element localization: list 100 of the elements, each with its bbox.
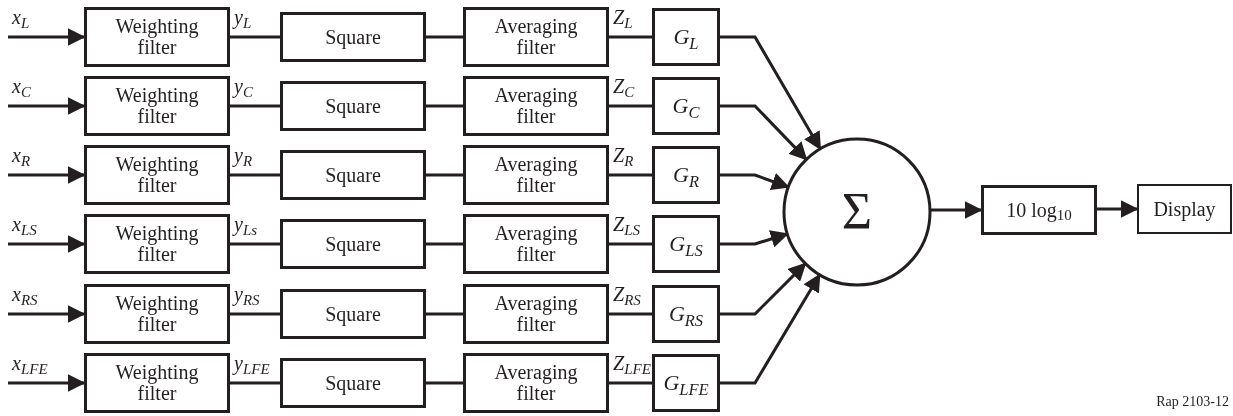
box-label: Square (325, 26, 381, 48)
signal-label: y$_{Ls}$ (234, 214, 258, 234)
arrow (8, 235, 86, 253)
arrow (8, 97, 86, 115)
connector-line (230, 35, 280, 39)
process-box (280, 81, 426, 131)
box-label: Square (325, 95, 381, 117)
arrow (8, 374, 86, 392)
process-box (280, 12, 426, 62)
gain-box (652, 285, 720, 343)
gain-box (652, 146, 720, 204)
connector-line (426, 173, 463, 177)
sigma-symbol: Σ (841, 184, 873, 240)
connector-line (230, 381, 280, 385)
filter-box (463, 145, 609, 205)
arrow (8, 166, 86, 184)
signal-label: x$_{R}$ (12, 145, 31, 165)
connector-line (609, 104, 652, 108)
connector-line (230, 104, 280, 108)
process-box (280, 219, 426, 269)
signal-label: x$_{L}$ (12, 7, 30, 27)
box-label: Weighting filter (114, 223, 200, 265)
connector-line (426, 35, 463, 39)
filter-box (84, 353, 230, 413)
box-label: Averaging filter (493, 154, 579, 196)
connector-line (609, 381, 652, 385)
signal-label: y$_{C}$ (234, 76, 253, 96)
box-label: Weighting filter (114, 293, 200, 335)
connector-line (426, 312, 463, 316)
arrow (720, 104, 808, 161)
signal-label: x$_{C}$ (12, 76, 31, 96)
connector-line (609, 35, 652, 39)
signal-label: Z$_{C}$ (613, 76, 635, 96)
connector-line (426, 381, 463, 385)
box-label: Square (325, 303, 381, 325)
arrow (720, 262, 807, 316)
signal-label: y$_{R}$ (234, 145, 253, 165)
box-label: Averaging filter (493, 85, 579, 127)
connector-line (230, 312, 280, 316)
box-label: G$_{LFE}$ (663, 371, 709, 395)
box-label: 10 log$_{10}$ (1006, 199, 1072, 221)
signal-label: Z$_{L}$ (613, 7, 633, 27)
arrow (720, 35, 822, 151)
arrow (8, 28, 86, 46)
box-label: Square (325, 372, 381, 394)
filter-box (463, 284, 609, 344)
arrow (720, 173, 790, 190)
box-label: Averaging filter (493, 293, 579, 335)
box-label: Square (325, 164, 381, 186)
box-label: G$_{LS}$ (669, 232, 703, 256)
signal-label: x$_{RS}$ (12, 284, 38, 304)
signal-label: Z$_{LS}$ (613, 214, 640, 234)
figure-reference: Rap 2103-12 (1156, 393, 1229, 411)
connector-line (609, 173, 652, 177)
box-label: Averaging filter (493, 362, 579, 404)
connector-line (426, 242, 463, 246)
signal-label: y$_{RS}$ (234, 284, 260, 304)
box-label: G$_{C}$ (672, 94, 700, 118)
box-label: Weighting filter (114, 154, 200, 196)
arrow (720, 273, 821, 385)
signal-label: y$_{L}$ (234, 7, 252, 27)
arrow (8, 305, 86, 323)
filter-box (463, 7, 609, 67)
box-label: Display (1153, 198, 1216, 220)
signal-label: Z$_{R}$ (613, 145, 634, 165)
filter-box (84, 7, 230, 67)
signal-label: x$_{LS}$ (12, 214, 37, 234)
gain-box (652, 77, 720, 135)
connector-line (609, 312, 652, 316)
process-box (280, 289, 426, 339)
process-box (981, 185, 1097, 235)
arrow (1097, 200, 1139, 218)
arrow (720, 230, 789, 248)
connector-line (426, 104, 463, 108)
process-box (280, 358, 426, 408)
box-label: G$_{RS}$ (668, 302, 704, 326)
display-box (1137, 184, 1232, 234)
box-label: G$_{R}$ (673, 163, 699, 187)
box-label: Weighting filter (114, 362, 200, 404)
filter-box (84, 214, 230, 274)
gain-box (652, 354, 720, 412)
filter-box (463, 76, 609, 136)
connector-line (609, 242, 652, 246)
signal-label: Z$_{LFE}$ (613, 353, 651, 373)
signal-label: x$_{LFE}$ (12, 353, 48, 373)
box-label: Weighting filter (114, 16, 200, 58)
filter-box (84, 76, 230, 136)
box-label: Averaging filter (493, 223, 579, 265)
box-label: G$_{L}$ (673, 25, 699, 49)
connector-line (230, 242, 280, 246)
box-label: Averaging filter (493, 16, 579, 58)
connector-line (230, 173, 280, 177)
filter-box (463, 214, 609, 274)
box-label: Square (325, 233, 381, 255)
filter-box (463, 353, 609, 413)
summing-circle (782, 137, 932, 287)
gain-box (652, 8, 720, 66)
arrow (930, 201, 983, 219)
signal-label: y$_{LFE}$ (234, 353, 270, 373)
signal-label: Z$_{RS}$ (613, 284, 641, 304)
